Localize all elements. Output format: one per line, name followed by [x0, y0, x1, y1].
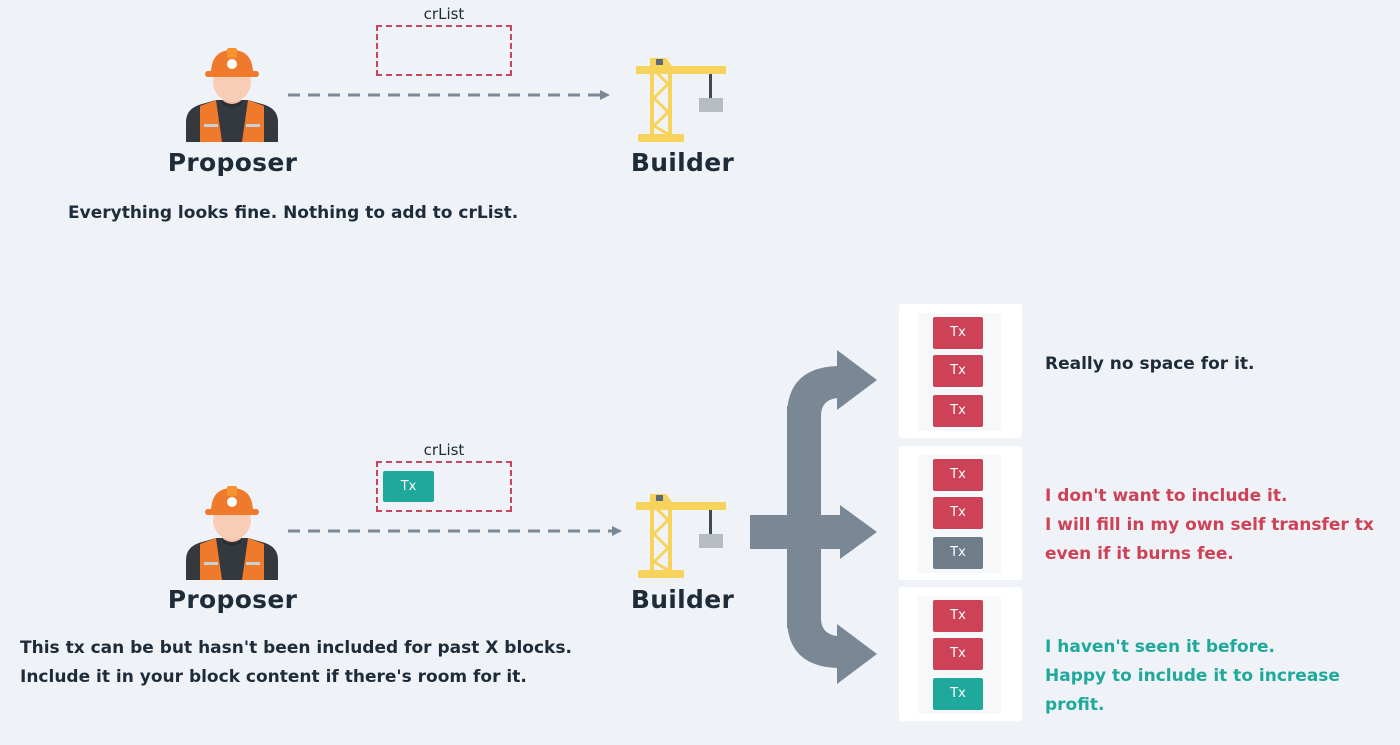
outcome-line: even if it burns fee. [1045, 544, 1234, 564]
proposer-to-builder-arrow [288, 526, 622, 536]
outcome-line: I will fill in my own self transfer tx [1045, 515, 1374, 535]
builder-icon [636, 492, 726, 578]
outcome-line: Happy to include it to increase profit. [1045, 666, 1340, 715]
block-card: Tx Tx Tx [899, 446, 1022, 580]
caption-line: This tx can be but hasn't been included … [20, 638, 572, 658]
tx-block: Tx [933, 317, 983, 349]
top-caption: Everything looks fine. Nothing to add to… [68, 203, 519, 223]
proposer-label: Proposer [167, 585, 298, 614]
crlist-label: crList [423, 441, 465, 459]
proposer-icon [186, 48, 278, 142]
builder-label: Builder [630, 148, 735, 177]
outcome-line: Really no space for it. [1045, 354, 1255, 374]
tx-block: Tx [933, 537, 983, 569]
tx-block: Tx [933, 678, 983, 710]
crlist-tx: Tx [383, 471, 434, 502]
bottom-caption: This tx can be but hasn't been included … [20, 634, 572, 692]
tx-block: Tx [933, 600, 983, 632]
outcome-text: Really no space for it. [1045, 350, 1255, 379]
tx-block: Tx [933, 497, 983, 529]
tx-block: Tx [933, 459, 983, 491]
proposer-icon [186, 486, 278, 580]
outcome-text: I haven't seen it before. Happy to inclu… [1045, 633, 1400, 720]
proposer-label: Proposer [167, 148, 298, 177]
crlist-box [376, 461, 512, 512]
tx-block: Tx [933, 395, 983, 427]
proposer-to-builder-arrow [288, 90, 610, 100]
block-card: Tx Tx Tx [899, 304, 1022, 438]
caption-line: Include it in your block content if ther… [20, 667, 527, 687]
crlist-label: crList [423, 5, 465, 23]
outcome-line: I haven't seen it before. [1045, 637, 1275, 657]
builder-label: Builder [630, 585, 735, 614]
builder-icon [636, 56, 726, 142]
outcome-text: I don't want to include it. I will fill … [1045, 482, 1374, 569]
crlist-box [376, 25, 512, 76]
tx-block: Tx [933, 355, 983, 387]
outcome-line: I don't want to include it. [1045, 486, 1288, 506]
branch-arrow [750, 350, 877, 684]
block-card: Tx Tx Tx [899, 587, 1022, 721]
tx-block: Tx [933, 638, 983, 670]
